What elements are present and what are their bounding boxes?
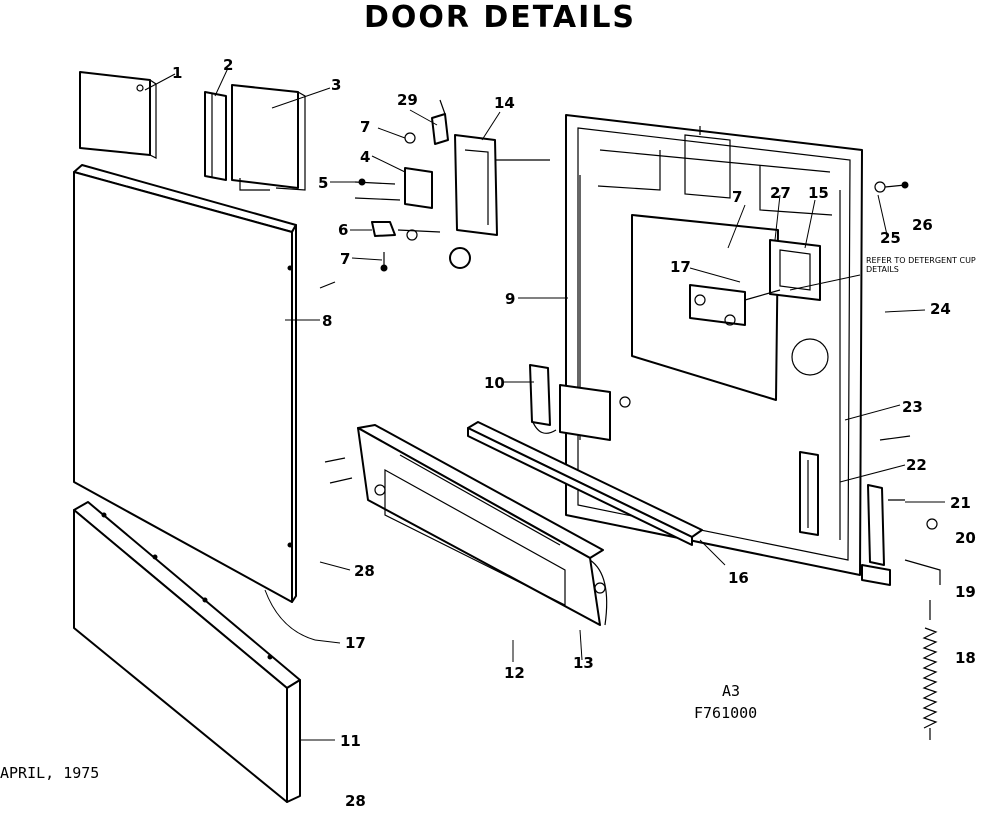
callout-27: 27 (770, 184, 791, 202)
part-3-panel (231, 84, 306, 191)
part-10-hinge (529, 364, 631, 441)
callout-7b: 7 (340, 250, 350, 268)
part-29-knob (431, 99, 449, 145)
callout-16: 16 (728, 569, 749, 587)
callout-5: 5 (318, 174, 328, 192)
part-5-screw (354, 178, 401, 201)
part-19-latch (861, 484, 941, 586)
callout-29: 29 (397, 91, 418, 109)
part-26-screw (884, 181, 909, 189)
part-22-strike (799, 451, 819, 536)
date-label: APRIL, 1975 (0, 764, 100, 782)
drawing-code: A3 (722, 682, 741, 700)
part-16-rail (467, 421, 726, 566)
page-title: DOOR DETAILS (363, 0, 637, 35)
callout-14: 14 (494, 94, 515, 112)
callout-3: 3 (331, 76, 341, 94)
callout-17b: 17 (345, 634, 366, 652)
callout-8: 8 (322, 312, 332, 330)
part-14-switch-bracket (454, 134, 550, 236)
callout-22: 22 (906, 456, 927, 474)
reference-note: REFER TO DETERGENT CUP DETAILS (866, 256, 976, 274)
part-1-panel (79, 71, 157, 159)
callout-11: 11 (340, 732, 361, 750)
part-25-washer (874, 181, 886, 193)
drawing-number: F761000 (694, 704, 758, 722)
callout-23: 23 (902, 398, 923, 416)
callout-2: 2 (223, 56, 233, 74)
callout-28b: 28 (345, 792, 366, 810)
part-2-bracket (204, 91, 227, 181)
callout-4: 4 (360, 148, 370, 166)
part-15-detergent-cup (689, 239, 821, 326)
callout-18: 18 (955, 649, 976, 667)
callout-25: 25 (880, 229, 901, 247)
callout-12: 12 (504, 664, 525, 682)
loose-screws (319, 281, 911, 501)
callout-7a: 7 (360, 118, 370, 136)
callout-17a: 17 (670, 258, 691, 276)
callout-28a: 28 (354, 562, 375, 580)
leader-lines (144, 67, 945, 741)
part-6-clip (371, 221, 441, 241)
callout-26: 26 (912, 216, 933, 234)
part-4-bracket (404, 167, 433, 209)
callout-24: 24 (930, 300, 951, 318)
part-8-outer-panel (73, 164, 316, 641)
dial-knob (449, 247, 471, 269)
callout-6: 6 (338, 221, 348, 239)
callout-20: 20 (955, 529, 976, 547)
callout-13: 13 (573, 654, 594, 672)
part-13-control-panel (357, 424, 608, 626)
callout-15: 15 (808, 184, 829, 202)
callout-9: 9 (505, 290, 515, 308)
part-9-inner-door (565, 114, 863, 576)
callout-21: 21 (950, 494, 971, 512)
part-11-kick-panel (73, 501, 301, 803)
part-18-spring (922, 600, 938, 740)
callout-1: 1 (172, 64, 182, 82)
callout-19: 19 (955, 583, 976, 601)
callout-7c: 7 (732, 188, 742, 206)
callout-10: 10 (484, 374, 505, 392)
